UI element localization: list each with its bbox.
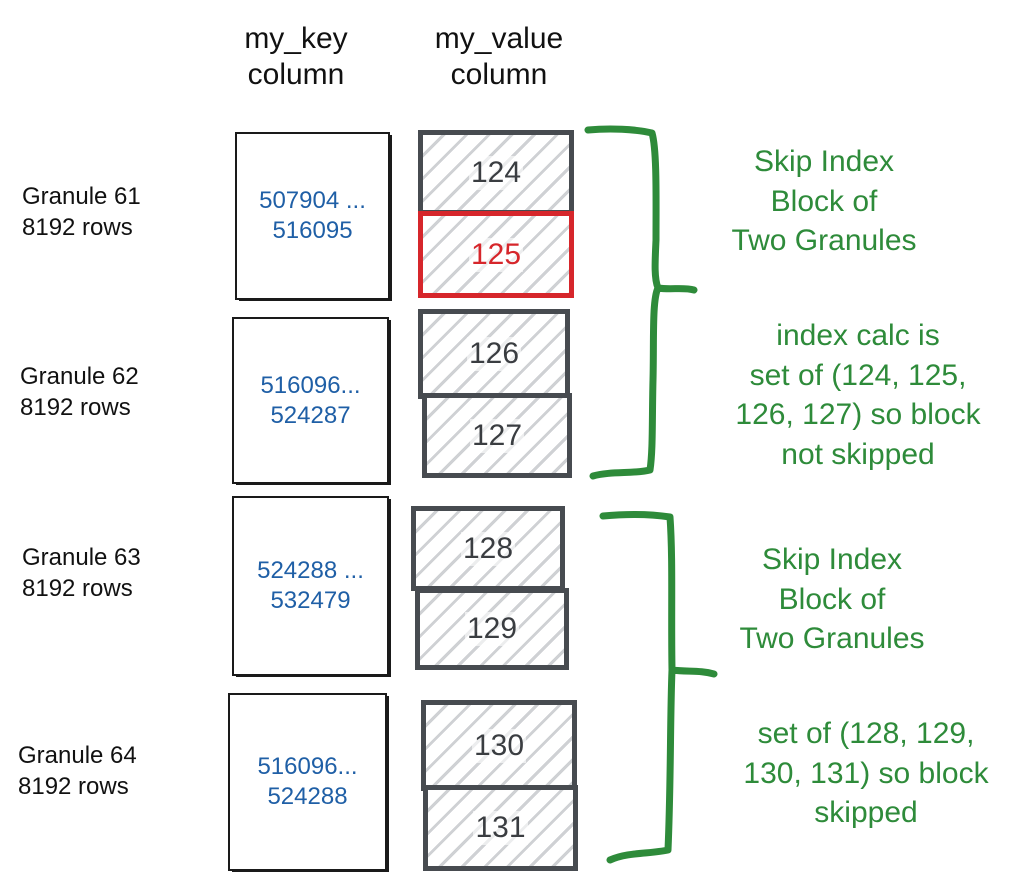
granule-64-key-start: 516096... [257,753,358,780]
granule-63-label: Granule 63 8192 rows [22,542,141,604]
block-2-brace [599,511,718,864]
value-cell-126-text: 126 [466,337,522,371]
granule-62-key-start: 516096... [260,371,361,399]
value-column-header-line-2: column [450,58,548,91]
block-1-note: index calc is set of (124, 125, 126, 127… [705,316,1011,474]
block-2-note-line-3: skipped [814,796,918,829]
key-column-header-line-2: column [247,58,345,91]
value-cell-130: 130 [421,700,577,791]
block-1-note-line-1: index calc is [776,319,940,352]
granule-63-key-box: 524288 ... 532479 [232,496,389,676]
value-cell-130-text: 130 [471,728,527,763]
granule-62-rows: 8192 rows [20,394,131,421]
granule-61-name: Granule 61 [22,183,141,210]
block-2-note: set of (128, 129, 130, 131) so block ski… [712,714,1020,833]
value-cell-127: 127 [422,393,572,478]
granule-64-key-end: 524288 [267,783,348,810]
block-1-note-line-3: 126, 127) so block [735,398,981,431]
granule-63-name: Granule 63 [22,544,141,571]
granule-61-key-start: 507904 ... [259,187,366,214]
granule-62-key-box: 516096... 524287 [232,317,389,484]
granule-61-key-end: 516095 [272,217,353,244]
granule-64-label: Granule 64 8192 rows [18,740,137,802]
value-cell-124-text: 124 [468,155,524,190]
key-column-header-line-1: my_key [244,22,348,55]
granule-64-rows: 8192 rows [18,773,129,800]
block-2-title-line-3: Two Granules [739,622,925,655]
granule-61-rows: 8192 rows [22,214,133,241]
granule-63-key-end: 532479 [270,587,351,614]
block-1-title: Skip Index Block of Two Granules [704,142,944,261]
value-cell-125-highlighted: 125 [418,211,574,298]
granule-61-key-box: 507904 ... 516095 [235,132,390,300]
block-1-title-line-3: Two Granules [731,224,917,257]
value-cell-128: 128 [411,506,565,591]
key-column-header: my_key column [216,21,376,93]
granule-64-key-box: 516096... 524288 [228,693,387,871]
block-2-note-line-2: 130, 131) so block [743,756,989,790]
granule-62-name: Granule 62 [20,363,139,390]
value-cell-131: 131 [423,785,578,871]
granule-63-key-start: 524288 ... [257,557,364,584]
value-column-header-line-1: my_value [434,22,564,55]
value-cell-126: 126 [418,309,570,399]
value-cell-125-text: 125 [468,237,524,272]
granule-61-label: Granule 61 8192 rows [22,181,141,243]
block-2-title-line-1: Skip Index [761,543,903,576]
granule-63-rows: 8192 rows [22,575,133,602]
block-1-title-line-2: Block of [770,184,878,218]
value-cell-129: 129 [415,588,569,670]
block-2-title: Skip Index Block of Two Granules [710,540,954,659]
value-cell-131-text: 131 [473,811,528,845]
value-cell-129-text: 129 [464,612,520,646]
granule-64-name: Granule 64 [18,742,137,769]
granule-62-key-end: 524287 [270,401,351,429]
block-2-note-line-1: set of (128, 129, [757,717,975,750]
block-1-note-line-4: not skipped [781,437,935,471]
value-cell-127-text: 127 [469,418,525,453]
granule-62-label: Granule 62 8192 rows [20,361,139,423]
block-1-title-line-1: Skip Index [753,145,895,178]
value-column-header: my_value column [409,21,589,93]
value-cell-128-text: 128 [460,531,516,566]
block-1-note-line-2: set of (124, 125, [749,358,967,392]
block-2-title-line-2: Block of [778,582,886,616]
block-1-brace [584,125,698,480]
